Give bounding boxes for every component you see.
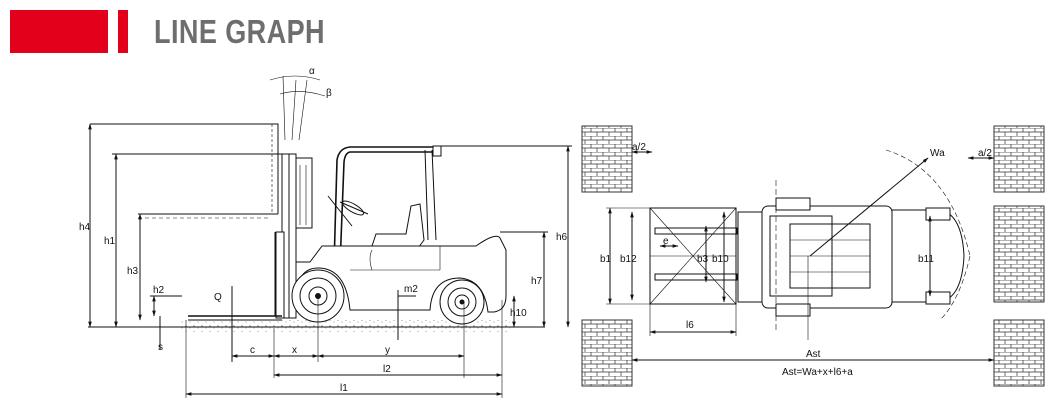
ast-label: Ast [806, 349, 821, 360]
h3-label: h3 [127, 266, 139, 277]
wall-top-left [581, 125, 633, 193]
truck-body [295, 235, 507, 313]
l6-label: l6 [686, 320, 694, 331]
y-label: y [385, 345, 390, 356]
forks-lowered [188, 232, 282, 321]
truck-top [737, 197, 965, 317]
b1-label: b1 [600, 254, 612, 265]
c-label: c [250, 345, 255, 356]
h1-label: h1 [104, 236, 116, 247]
aisle-dimensions: l6 Ast Ast=Wa+x+l6+a [631, 304, 995, 378]
pallet [649, 207, 737, 305]
forks-raised [90, 123, 279, 219]
turning-radius: Wa [775, 148, 971, 340]
rear-wheel [439, 279, 485, 325]
clearance-left-label: a/2 [632, 142, 646, 153]
x-label: x [292, 345, 297, 356]
mast [275, 153, 313, 319]
h6-label: h6 [556, 232, 568, 243]
wa-label: Wa [930, 148, 945, 159]
alpha-label: α [309, 66, 315, 77]
l2-label: l2 [383, 364, 391, 375]
wall-middle-right [993, 205, 1045, 303]
fork-e-label: e [663, 236, 669, 247]
seat [371, 203, 425, 249]
page-title: LINE GRAPH [154, 13, 325, 50]
b12-label: b12 [620, 254, 637, 265]
b11-label: b11 [918, 254, 934, 265]
h7-label: h7 [531, 276, 543, 287]
height-dimensions-right: h6 h7 h10 m2 [397, 145, 572, 340]
h4-label: h4 [79, 222, 91, 233]
side-view: α β [79, 66, 572, 398]
wall-bottom-left [581, 319, 633, 387]
height-dimensions: h4 h1 h3 h2 s Q [79, 123, 282, 362]
width-dimensions: b1 b12 b3 b10 b11 [600, 207, 934, 305]
overhead-guard [333, 145, 442, 267]
steering-wheel [327, 195, 369, 227]
forks-top: e [654, 227, 738, 281]
h10-label: h10 [510, 308, 527, 319]
m2-label: m2 [404, 284, 418, 295]
b10-label: b10 [712, 254, 729, 265]
wall-top-right [993, 125, 1045, 193]
s-label: s [158, 342, 163, 353]
top-view: a/2 a/2 e [581, 125, 1045, 387]
h2-label: h2 [153, 285, 165, 296]
l1-label: l1 [340, 383, 348, 394]
ast-formula: Ast=Wa+x+l6+a [782, 367, 853, 378]
q-label: Q [214, 292, 222, 303]
b3-label: b3 [697, 254, 709, 265]
ground [180, 320, 510, 332]
tilt-angle-marker: α β [269, 66, 332, 141]
length-dimensions: c x y l2 l1 [185, 296, 503, 398]
clearance-right-label: a/2 [978, 148, 992, 159]
wall-bottom-right [993, 319, 1045, 387]
accent-bar [10, 10, 108, 53]
beta-label: β [326, 88, 332, 99]
header: LINE GRAPH [0, 0, 1060, 60]
accent-bar-thin [118, 10, 128, 53]
